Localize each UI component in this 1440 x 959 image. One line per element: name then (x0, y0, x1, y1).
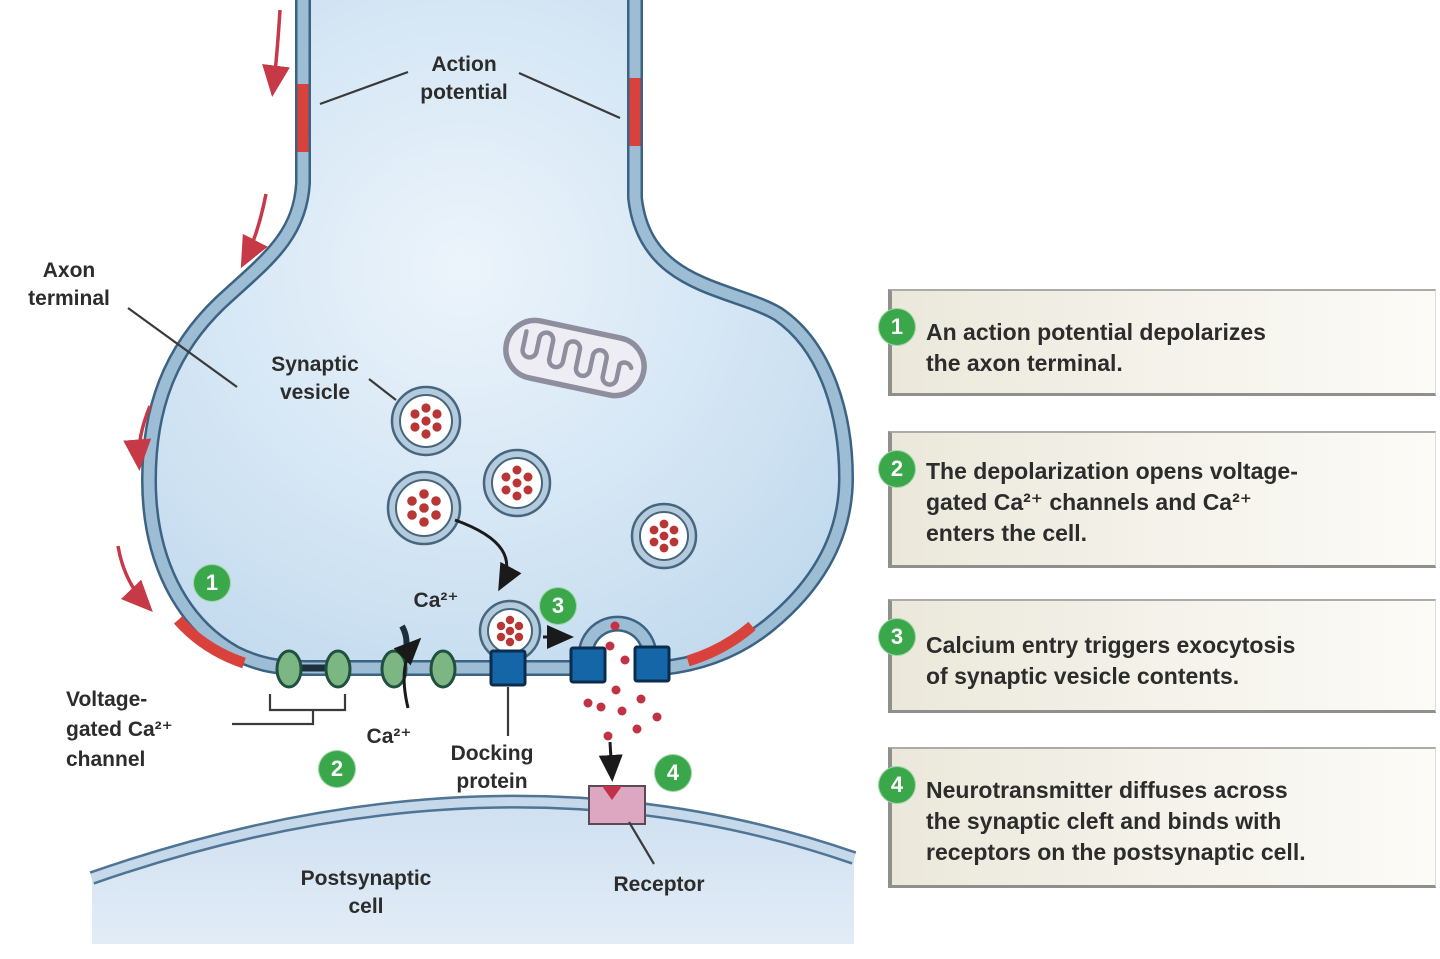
postsynaptic-cell-label: Postsynaptic cell (300, 867, 432, 918)
receptor-label: Receptor (613, 873, 705, 896)
docked-synaptic-vesicle-icon (478, 599, 542, 663)
diagram-step-3-badge: 3 (539, 587, 577, 625)
synaptic-vesicle-label: Synaptic vesicle (271, 353, 359, 404)
step-1-badge: 1 (878, 308, 916, 346)
diagram-step-4-badge: 4 (654, 754, 692, 792)
receptor-icon (588, 785, 646, 825)
step-box-4: 4 Neurotransmitter diffuses across the s… (878, 747, 1436, 888)
depolarized-membrane-segments (173, 78, 756, 669)
voltage-gated-channel-label: Voltage- gated Ca²⁺ channel (66, 688, 173, 771)
step-4-text: Neurotransmitter diffuses across the syn… (926, 777, 1306, 865)
step-box-2: 2 The depolarization opens voltage- gate… (878, 431, 1436, 568)
flow-arrow-icon (393, 518, 623, 782)
action-potential-arrow-icon (116, 9, 290, 613)
postsynaptic-cell-shape (89, 794, 857, 944)
docking-protein-label: Docking protein (450, 742, 534, 793)
axon-terminal-label: Axon terminal (28, 259, 110, 310)
mitochondrion-icon (503, 317, 647, 399)
synapse-diagram (89, 0, 857, 944)
step-2-badge: 2 (878, 450, 916, 488)
step-3-text: Calcium entry triggers exocytosis of syn… (926, 632, 1296, 689)
step-box-1: 1 An action potential depolarizes the ax… (878, 289, 1436, 396)
synaptic-vesicle-icon (386, 470, 462, 546)
step-4-badge: 4 (878, 766, 916, 804)
calcium-ion-label: Ca²⁺ (366, 725, 412, 748)
action-potential-label: Action potential (420, 53, 508, 104)
step-2-text: The depolarization opens voltage- gated … (926, 458, 1298, 546)
step-box-3: 3 Calcium entry triggers exocytosis of s… (878, 599, 1436, 713)
synaptic-vesicle-icon (482, 448, 552, 518)
synaptic-vesicle-icon (390, 385, 462, 457)
step-1-text: An action potential depolarizes the axon… (926, 319, 1266, 376)
calcium-ion-label: Ca²⁺ (413, 589, 459, 612)
synaptic-vesicle-icon (630, 502, 698, 570)
label-pointer-lines (127, 70, 655, 865)
diagram-step-1-badge: 1 (193, 564, 231, 602)
docking-protein-icon (489, 645, 671, 687)
diagram-step-2-badge: 2 (318, 750, 356, 788)
step-3-badge: 3 (878, 618, 916, 656)
